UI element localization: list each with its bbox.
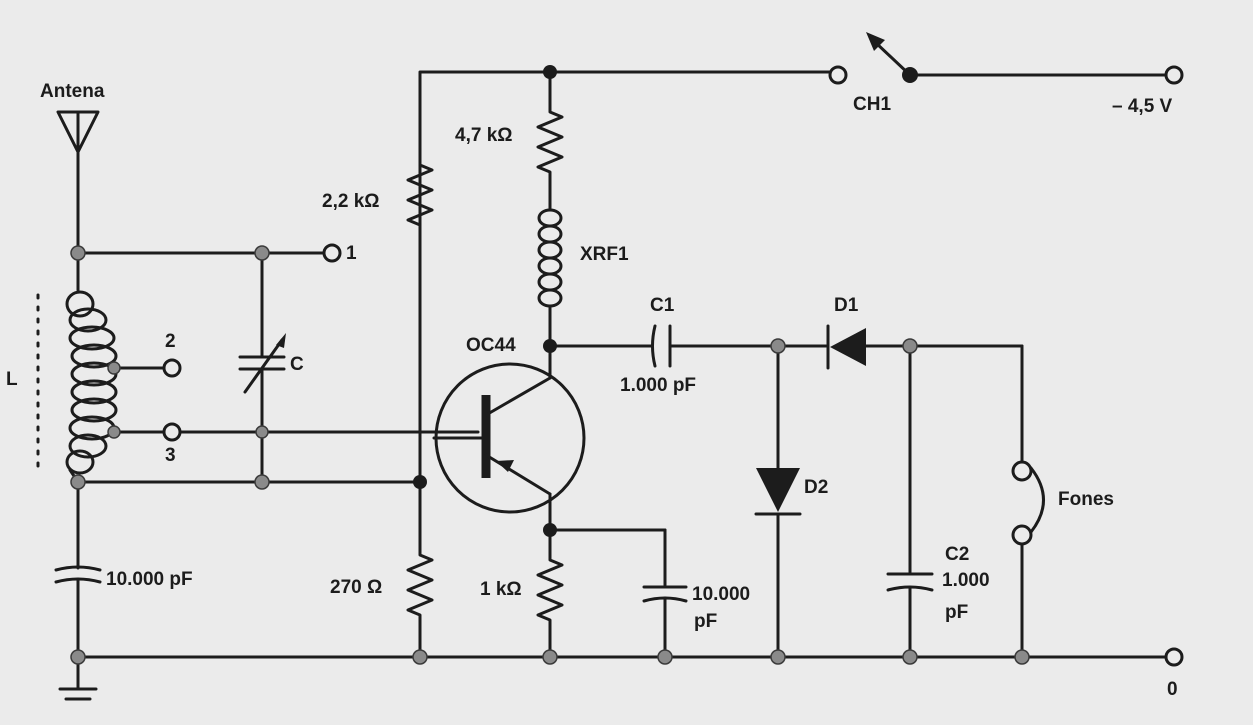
resistor-1k-label: 1 kΩ: [480, 579, 522, 600]
diode-d1-label: D1: [834, 295, 859, 316]
headphones-fones: [1011, 344, 1045, 659]
choke-xrf1: [537, 203, 563, 348]
coil-label: L: [6, 369, 18, 390]
resistor-4k7: [536, 108, 564, 207]
variable-capacitor-label: C: [290, 354, 304, 375]
resistor-1k: [536, 528, 564, 659]
capacitor-10000pf-emitter: [642, 585, 688, 659]
switch-ch1: [828, 32, 1184, 85]
capacitor-10000pf-left: [54, 565, 102, 659]
transistor-label: OC44: [466, 335, 516, 356]
diode-d1: [776, 324, 1024, 370]
resistor-270: [406, 480, 434, 659]
terminal-1-label: 1: [346, 243, 357, 264]
resistor-2k2: [406, 148, 434, 484]
transistor-oc44: [432, 344, 586, 532]
antenna-symbol: [56, 110, 100, 292]
junctions: [70, 65, 1030, 665]
terminal-2-label: 2: [165, 331, 176, 352]
coil-l: [36, 290, 118, 484]
capacitor-c2-value-line2: pF: [945, 602, 969, 623]
headphones-label: Fones: [1058, 489, 1114, 510]
capacitor-c1-name: C1: [650, 295, 675, 316]
switch-label: CH1: [853, 94, 892, 115]
resistor-2k2-label: 2,2 kΩ: [322, 191, 380, 212]
resistor-4k7-label: 4,7 kΩ: [455, 125, 513, 146]
ground-rail: [58, 647, 1184, 701]
terminal-3-label: 3: [165, 445, 176, 466]
capacitor-c2: [886, 344, 934, 659]
capacitor-c2-name: C2: [945, 544, 970, 565]
capacitor-emitter-value-line1: 10.000: [692, 584, 751, 605]
supply-voltage-label: – 4,5 V: [1112, 96, 1173, 117]
supply-rail: [418, 70, 838, 242]
ground-terminal-label: 0: [1167, 679, 1178, 700]
variable-capacitor-c: [238, 251, 286, 484]
diode-d2: [754, 344, 802, 659]
resistor-270-label: 270 Ω: [330, 577, 383, 598]
capacitor-emitter-value-line2: pF: [694, 611, 718, 632]
capacitor-c1-value: 1.000 pF: [620, 375, 697, 396]
capacitor-c1: [548, 324, 780, 368]
choke-xrf1-label: XRF1: [580, 244, 629, 265]
capacitor-left-value: 10.000 pF: [106, 569, 193, 590]
diode-d2-label: D2: [804, 477, 829, 498]
capacitor-c2-value-line1: 1.000: [942, 570, 990, 591]
antenna-label: Antena: [40, 81, 105, 102]
